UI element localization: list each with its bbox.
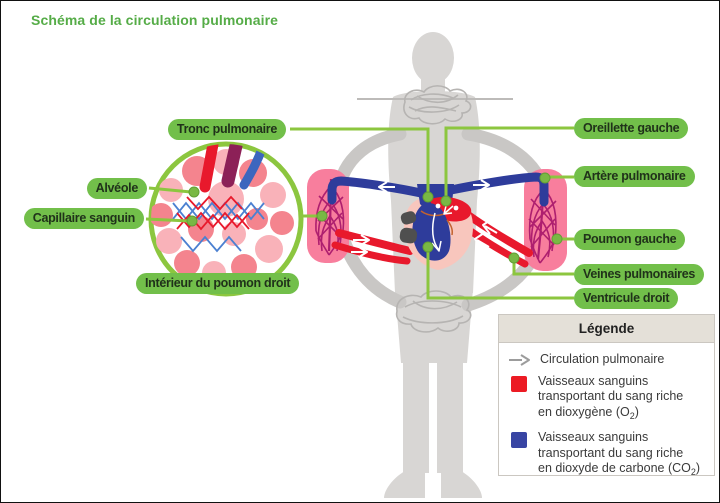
right-foot (441, 471, 482, 498)
label-alveole: Alvéole (86, 178, 147, 199)
co2-rich-swatch (511, 432, 527, 448)
legend-item-label: Vaisseaux sanguins transportant du sang … (538, 373, 684, 421)
label-connectors (145, 126, 574, 300)
heart-flow-arrows (431, 205, 454, 252)
label-artere-pulmonaire: Artère pulmonaire (574, 166, 695, 187)
flow-arrow-icon (508, 353, 532, 367)
label-ventricule-droit: Ventricule droit (574, 288, 679, 309)
connector-dots (186, 172, 563, 264)
vessel-flow-arrows (351, 179, 498, 258)
pelvis-organ-scribble (395, 290, 472, 333)
page-title: Schéma de la circulation pulmonaire (31, 12, 279, 28)
label-interieur-poumon-droit: Intérieur du poumon droit (136, 273, 300, 294)
right-ventricle (412, 203, 451, 261)
label-poumon-gauche: Poumon gauche (574, 229, 686, 250)
left-foot (384, 471, 425, 498)
vena-cava-stubs (399, 211, 418, 244)
legend-body: Circulation pulmonaire Vaisseaux sanguin… (499, 343, 714, 487)
lung-inset-circle (148, 141, 304, 297)
legend-item-circulation: Circulation pulmonaire (508, 352, 705, 368)
label-veines-pulmonaires: Veines pulmonaires (574, 264, 705, 285)
legend-box: Légende Circulation pulmonaire Vaisseaux… (498, 314, 715, 477)
legend-item-oxygen-rich: Vaisseaux sanguins transportant du sang … (508, 374, 705, 425)
pelvis (395, 289, 473, 363)
legend-title: Légende (499, 315, 714, 343)
chest-organ-scribble (357, 85, 513, 125)
legend-item-label: Circulation pulmonaire (540, 352, 665, 366)
head (412, 32, 454, 84)
label-tronc-pulmonaire: Tronc pulmonaire (167, 119, 286, 140)
label-capillaire-sanguin: Capillaire sanguin (23, 208, 144, 229)
legend-item-label: Vaisseaux sanguins transportant du sang … (538, 430, 701, 477)
heart (399, 184, 473, 270)
right-leg (437, 359, 463, 473)
o2-rich-swatch (511, 375, 527, 392)
left-leg (403, 359, 429, 473)
legend-item-co2-rich: Vaisseaux sanguins transportant du sang … (508, 430, 705, 481)
label-oreillette-gauche: Oreillette gauche (574, 118, 689, 139)
lung-right (307, 169, 349, 263)
capillary-network (172, 195, 265, 253)
